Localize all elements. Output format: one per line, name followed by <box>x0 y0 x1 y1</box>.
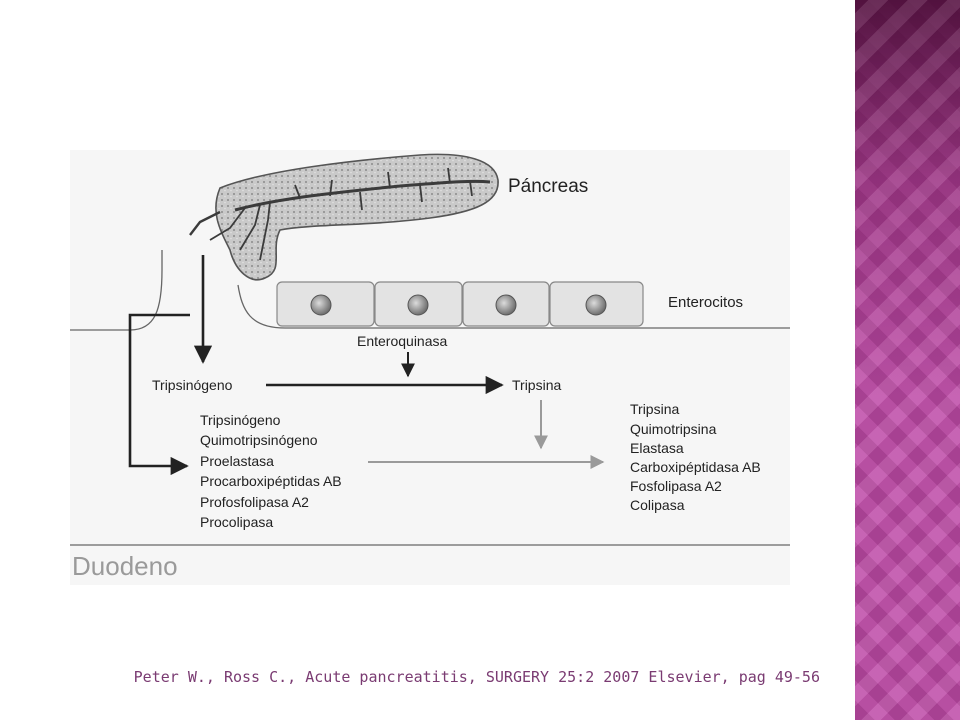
trypsin-label: Tripsina <box>512 377 561 393</box>
active-enzyme-item: Carboxipéptidasa AB <box>630 459 761 475</box>
active-enzyme-item: Colipasa <box>630 497 685 513</box>
active-enzyme-list: Tripsina Quimotripsina Elastasa Carboxip… <box>630 401 761 513</box>
decorative-side-band <box>855 0 960 720</box>
enterokinase-label: Enteroquinasa <box>357 333 448 349</box>
duodenum-label: Duodeno <box>72 551 178 581</box>
active-enzyme-item: Tripsina <box>630 401 679 417</box>
pancreas-label: Páncreas <box>508 176 588 197</box>
zymogen-item: Tripsinógeno <box>200 412 281 428</box>
zymogen-item: Procolipasa <box>200 514 273 530</box>
trypsinogen-label: Tripsinógeno <box>152 377 233 393</box>
figure-background <box>70 150 790 585</box>
pancreas-enzyme-activation-diagram: Páncreas Enterocitos Enteroquinasa Trips… <box>70 150 790 585</box>
pancreas-illustration <box>189 153 499 281</box>
enterocyte-cells <box>276 281 644 327</box>
enterocytes-label: Enterocitos <box>668 294 743 311</box>
zymogen-secretion-arrow <box>128 313 190 476</box>
active-enzyme-item: Quimotripsina <box>630 421 717 437</box>
zymogen-list: Tripsinógeno Quimotripsinógeno Proelasta… <box>200 412 342 530</box>
active-enzyme-item: Elastasa <box>630 440 684 456</box>
zymogen-item: Proelastasa <box>200 453 274 469</box>
zymogen-item: Profosfolipasa A2 <box>200 494 309 510</box>
zymogen-item: Procarboxipéptidas AB <box>200 473 342 489</box>
zymogen-item: Quimotripsinógeno <box>200 432 318 448</box>
active-enzyme-item: Fosfolipasa A2 <box>630 478 722 494</box>
citation-reference: Peter W., Ross C., Acute pancreatitis, S… <box>133 668 820 686</box>
